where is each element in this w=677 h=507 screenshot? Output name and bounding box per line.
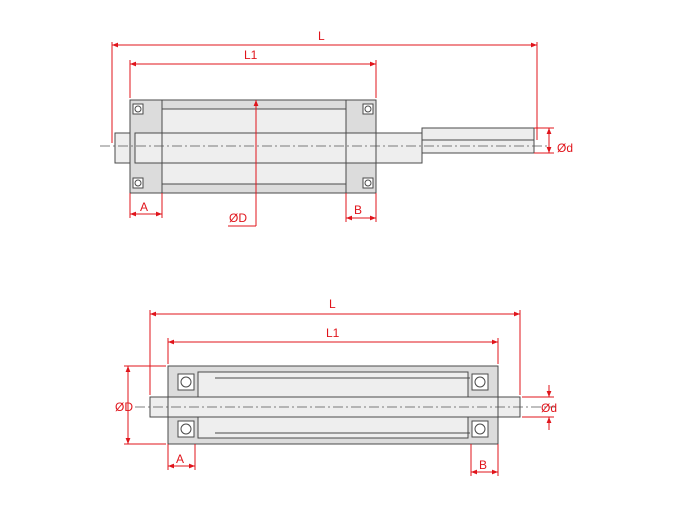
bottom-B-label: B — [479, 458, 487, 472]
bottom-OD-label: ØD — [115, 400, 133, 414]
top-right-shaft — [375, 132, 423, 164]
top-OD-label: ØD — [229, 211, 247, 225]
top-inner-shaft — [134, 132, 366, 164]
bottom-L-label: L — [329, 297, 336, 311]
bottom-L1-label: L1 — [326, 326, 340, 340]
top-B-label: B — [354, 203, 362, 217]
top-A-label: A — [140, 200, 148, 214]
bottom-A-label: A — [176, 452, 184, 466]
bottom-roller-drawing: L L1 A B ØD Ød — [115, 297, 557, 476]
top-roller-drawing: L L1 A B ØD Ød — [100, 29, 573, 227]
top-od-label: Ød — [557, 141, 573, 155]
bottom-od-label: Ød — [541, 401, 557, 415]
top-L-label: L — [318, 29, 325, 43]
top-L1-label: L1 — [244, 48, 258, 62]
